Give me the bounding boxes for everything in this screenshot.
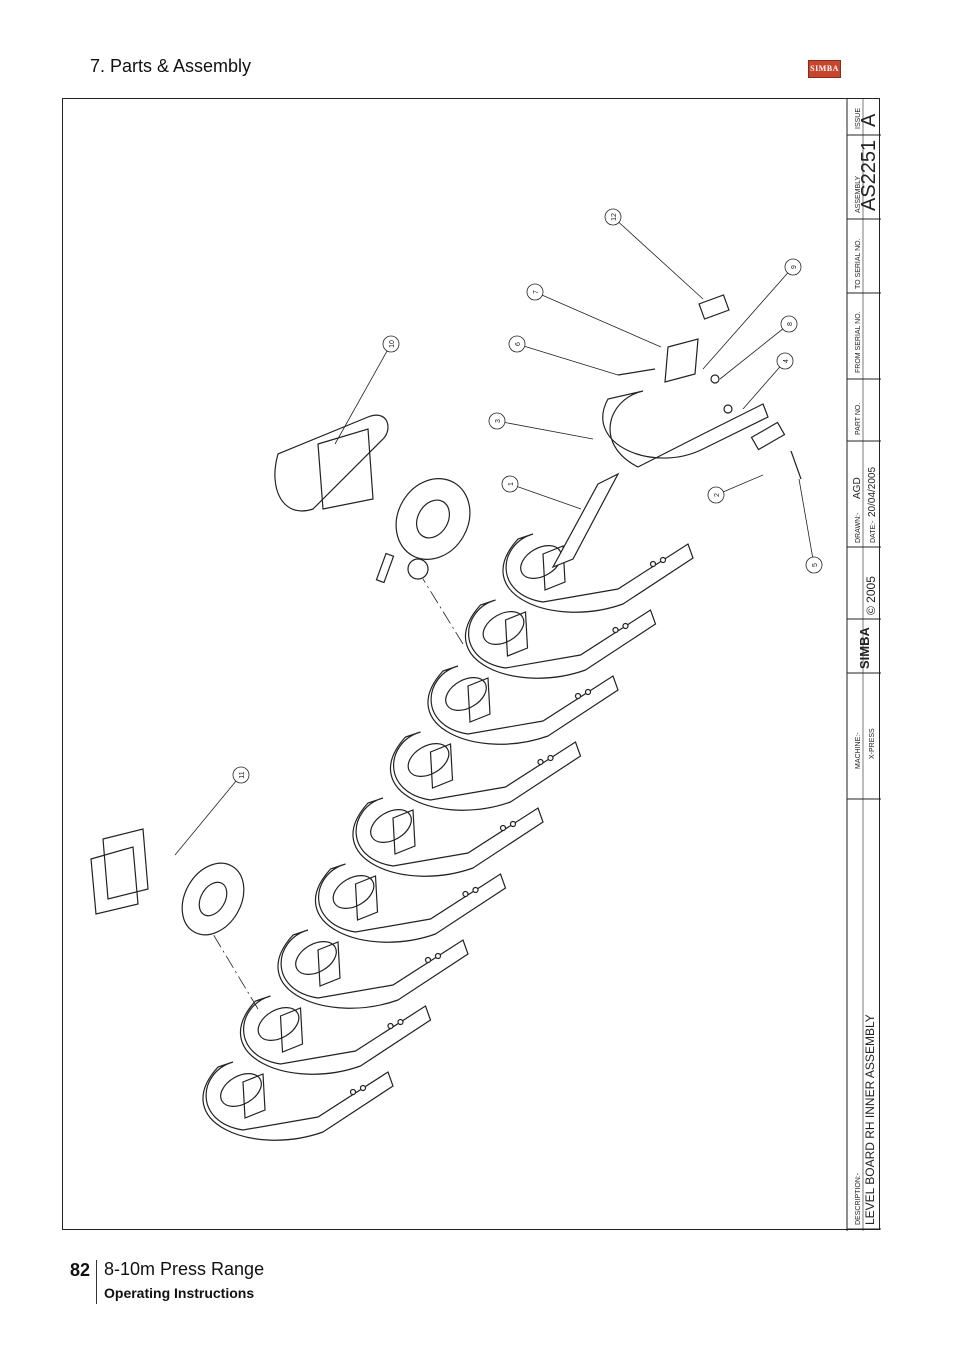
bracket-plate [750,421,786,451]
tine-segment [315,863,507,943]
title-block-brand: SIMBA [857,627,872,670]
tine-segment [352,797,544,877]
center-lines [212,578,464,1010]
tine-segment [465,599,657,679]
leader-line [719,323,790,380]
top-assembly [551,294,802,569]
tine-array [202,533,694,1141]
balloon-circle [488,412,506,430]
part-no-label: PART NO. [855,403,862,435]
tine-segment [427,665,619,745]
date-value: 20/04/2005 [867,467,878,517]
balloon-circle [780,315,798,333]
balloon-label: 1 [508,482,515,486]
press-range: 8-10m Press Range [104,1259,265,1279]
balloon-circle [232,766,250,784]
balloon-label: 12 [611,213,618,221]
balloon-circle [508,335,526,353]
operating-instructions: Operating Instructions [104,1285,255,1301]
machine-label: MACHINE:- [855,732,862,769]
balloon-label: 9 [791,265,798,269]
technical-drawing: ISSUE A ASSEMBLY AS2251 TO SERIAL NO. FR… [90,99,881,1231]
section-title: 7. Parts & Assembly [90,56,252,76]
title-block [846,99,881,1231]
issue-label: ISSUE [855,108,862,129]
balloon-circle [526,283,544,301]
balloon-label: 8 [787,322,794,326]
date-label: DATE:- [870,520,877,543]
leader-line [334,343,392,445]
square-shaft [551,472,620,569]
bolt-6 [617,368,656,376]
drawn-value: AGD [852,477,863,499]
balloon-circle [805,556,823,574]
balloon-label: 10 [389,340,396,348]
balloon-label: 2 [714,493,721,497]
leader-line [534,291,662,348]
leader-line [612,216,704,300]
assembly-label: ASSEMBLY [855,175,862,213]
balloon-label: 5 [812,563,819,567]
leader-line [798,478,815,566]
drawn-label: DRAWN:- [855,512,862,543]
simba-logo: SIMBA [808,60,841,78]
description-label: DESCRIPTION:- [855,1172,862,1225]
leader-line [516,343,619,376]
description-value: LEVEL BOARD RH INNER ASSEMBLY [863,1014,877,1225]
footer-divider [96,1260,97,1304]
machine-value: X-PRESS [869,728,876,759]
tine-segment [240,995,432,1075]
balloon-circle [707,486,725,504]
drawing-frame: ISSUE A ASSEMBLY AS2251 TO SERIAL NO. FR… [62,98,881,1231]
leader-line [496,420,594,440]
balloon-label: 6 [515,342,522,346]
assembly-value: AS2251 [858,140,880,211]
balloon-circle [776,352,794,370]
tine-segment [390,731,582,811]
title-block-text: ISSUE A ASSEMBLY AS2251 TO SERIAL NO. FR… [852,108,880,1225]
issue-value: A [858,113,880,127]
tine-segment [202,1061,394,1141]
balloon-circle [784,258,802,276]
balloon-circle [382,335,400,353]
washer-8 [710,374,720,384]
leader-line [742,360,786,410]
to-serial-label: TO SERIAL NO. [855,238,862,289]
leader-line [715,474,764,496]
pivot-arm-11 [90,828,245,936]
leader-line [702,266,794,370]
tine-segment [277,929,469,1009]
balloon-label: 3 [495,419,502,423]
balloon-label: 11 [239,771,246,778]
bolt-5 [790,450,802,480]
from-serial-label: FROM SERIAL NO. [855,311,862,373]
clamp-block [698,294,730,320]
copyright: © 2005 [864,576,878,615]
nut-4 [723,404,733,414]
pivot-arm-10 [274,414,471,584]
top-tine [602,390,769,468]
page-number: 82 [70,1260,91,1280]
balloon-label: 4 [783,359,790,363]
balloon-circle [501,475,519,493]
tine-segment [502,533,694,613]
balloon-label: 7 [533,290,540,294]
mount-bracket [664,338,699,383]
logo-text: SIMBA [810,64,839,73]
leader-line [174,774,242,856]
balloon-circle [604,208,622,226]
leader-line [509,483,582,510]
